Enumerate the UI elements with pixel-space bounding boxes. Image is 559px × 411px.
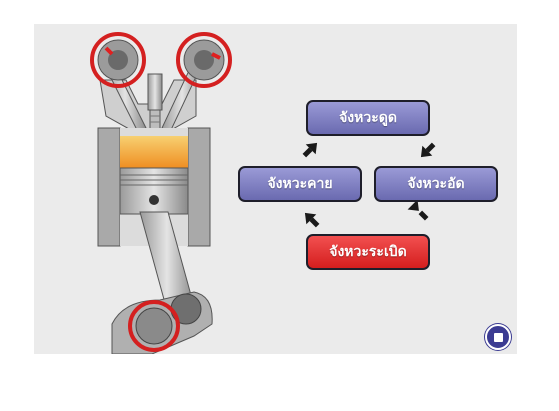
arrow-icon — [304, 212, 320, 228]
combustion-chamber — [120, 136, 188, 168]
crank-journal — [135, 307, 173, 345]
exhaust-stroke-box: จังหวะคาย — [238, 166, 362, 202]
arrow-icon — [407, 199, 429, 221]
intake-stroke-label: จังหวะดูด — [339, 110, 397, 126]
intake-cam-highlight — [90, 32, 146, 88]
crank-highlight — [128, 300, 180, 352]
arrow-icon — [420, 142, 436, 158]
stop-button[interactable] — [485, 324, 511, 350]
stop-icon — [493, 332, 503, 342]
piston-pin — [149, 195, 159, 205]
compression-stroke-box: จังหวะอัด — [374, 166, 498, 202]
cycle-arrows — [302, 142, 436, 228]
power-stroke-box-active: จังหวะระเบิด — [306, 234, 430, 270]
arrow-icon — [302, 142, 318, 158]
compression-stroke-label: จังหวะอัด — [407, 176, 465, 192]
engine-illustration — [90, 32, 232, 354]
exhaust-cam-highlight — [176, 32, 232, 88]
engine-cycle-stage: จังหวะดูด จังหวะอัด จังหวะคาย จังหวะระเบ… — [34, 24, 517, 354]
piston — [119, 167, 189, 215]
exhaust-stroke-label: จังหวะคาย — [267, 176, 333, 192]
intake-stroke-box: จังหวะดูด — [306, 100, 430, 136]
power-stroke-label: จังหวะระเบิด — [329, 244, 407, 260]
